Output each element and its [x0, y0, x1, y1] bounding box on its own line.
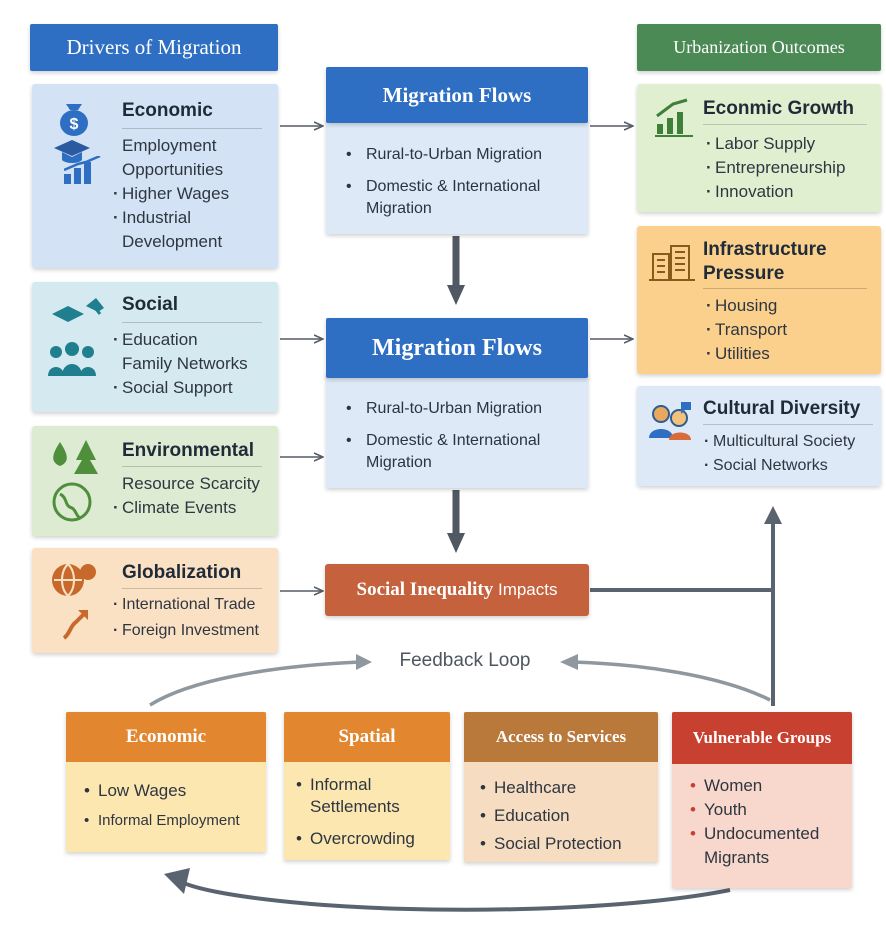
- growth-chart-icon: [655, 98, 693, 137]
- list-item: Resource Scarcity: [122, 474, 260, 493]
- list-item: Education: [480, 802, 654, 830]
- divider: [703, 124, 867, 125]
- divider: [122, 588, 262, 589]
- list-item: Domestic & International Migration: [346, 176, 581, 220]
- driver-economic-title: Economic: [122, 100, 213, 121]
- migration-flows-2-body: Rural-to-Urban Migration Domestic & Inte…: [326, 372, 588, 488]
- globe-icon: [52, 482, 92, 522]
- migration-flows-1-body: Rural-to-Urban Migration Domestic & Inte…: [326, 118, 588, 234]
- list-item: Informal Employment: [84, 806, 266, 836]
- graduation-cap-icon: [52, 298, 104, 322]
- divider: [703, 288, 867, 289]
- svg-text:$: $: [70, 116, 79, 133]
- list-item: Housing: [706, 294, 875, 318]
- impact-spatial-card: Spatial Informal Settlements Overcrowdin…: [284, 712, 450, 860]
- outcome-cultural-title: Cultural Diversity: [703, 398, 861, 419]
- drivers-header: Drivers of Migration: [30, 24, 278, 71]
- impact-economic-title: Economic: [66, 712, 266, 762]
- list-item: Industrial Development: [113, 206, 272, 254]
- list-item: Low Wages: [84, 776, 266, 806]
- list-item: Social Support: [113, 376, 272, 400]
- list-item: Youth: [690, 798, 848, 822]
- outcome-growth-card: Econmic Growth Labor Supply Entrepreneur…: [637, 84, 881, 212]
- list-item: International Trade: [113, 592, 272, 618]
- migration-flows-1-title: Migration Flows: [326, 67, 588, 123]
- feedback-arc-top-left: [149, 660, 361, 707]
- migration-flows-2-title: Migration Flows: [326, 318, 588, 378]
- money-bag-icon: $: [60, 104, 88, 136]
- impact-services-card: Access to Services Healthcare Education …: [464, 712, 658, 862]
- divider: [122, 466, 262, 467]
- list-item: Rural-to-Urban Migration: [346, 398, 581, 420]
- driver-environmental-title: Environmental: [122, 440, 254, 461]
- outcome-growth-title: Econmic Growth: [703, 98, 854, 119]
- list-item: Rural-to-Urban Migration: [346, 144, 581, 166]
- title-line: Pressure: [703, 263, 785, 284]
- impact-vulnerable-card: Vulnerable Groups Women Youth Undocument…: [672, 712, 852, 888]
- driver-social-card: Social Education Family Networks Social …: [32, 282, 278, 412]
- impact-services-title: Access to Services: [464, 712, 658, 762]
- impact-vulnerable-title: Vulnerable Groups: [672, 712, 852, 764]
- outcome-cultural-card: Cultural Diversity Multicultural Society…: [637, 386, 881, 486]
- graduation-cap-icon: [54, 140, 90, 163]
- divider: [122, 128, 262, 129]
- divider: [122, 322, 262, 323]
- outcome-infrastructure-title: Infrastructure Pressure: [703, 238, 827, 286]
- divider: [703, 424, 873, 425]
- globe-icon: [52, 563, 96, 597]
- outcomes-header: Urbanization Outcomes: [637, 24, 881, 71]
- feedback-arc-top-right: [571, 660, 771, 702]
- list-item: Utilities: [706, 342, 875, 366]
- list-item: Healthcare: [480, 774, 654, 802]
- driver-economic-card: $ Economic Employment Opportunities High…: [32, 84, 278, 268]
- list-item: Informal Settlements: [296, 774, 446, 818]
- social-inequality-rest: Impacts: [497, 580, 558, 599]
- social-inequality-bold: Social Inequality: [356, 579, 494, 600]
- list-item: Social Networks: [704, 454, 879, 478]
- driver-globalization-title: Globalization: [122, 562, 242, 583]
- driver-globalization-card: Globalization International Trade Foreig…: [32, 548, 278, 653]
- list-item: Overcrowding: [296, 828, 446, 850]
- outcome-infrastructure-card: Infrastructure Pressure Housing Transpor…: [637, 226, 881, 374]
- list-item: Multicultural Society: [704, 430, 879, 454]
- leaf-water-icon: [53, 440, 98, 474]
- feedback-loop-label: Feedback Loop: [399, 650, 531, 671]
- list-item: Family Networks: [122, 354, 248, 373]
- list-item: Transport: [706, 318, 875, 342]
- people-icon: [48, 342, 96, 376]
- buildings-icon: [649, 245, 695, 281]
- arrow-ineq-to-cultural: [590, 520, 775, 706]
- driver-social-title: Social: [122, 294, 178, 315]
- list-item: Higher Wages: [113, 182, 272, 206]
- list-item: Climate Events: [113, 496, 272, 520]
- list-item: Domestic & International Migration: [346, 430, 581, 474]
- impact-spatial-title: Spatial: [284, 712, 450, 762]
- list-item: Women: [690, 774, 848, 798]
- list-item: Education: [113, 328, 272, 352]
- bar-chart-icon: [64, 156, 101, 184]
- list-item: Innovation: [706, 180, 875, 204]
- list-item: Social Protection: [480, 830, 654, 858]
- list-item: Undocumented Migrants: [690, 822, 848, 870]
- list-item: Labor Supply: [706, 132, 875, 156]
- list-item: Entrepreneurship: [706, 156, 875, 180]
- social-inequality-box: Social Inequality Impacts: [325, 564, 589, 616]
- title-line: Infrastructure: [703, 239, 827, 260]
- growth-arrow-icon: [62, 610, 88, 640]
- impact-economic-card: Economic Low Wages Informal Employment: [66, 712, 266, 852]
- driver-environmental-card: Environmental Resource Scarcity Climate …: [32, 426, 278, 536]
- list-item: Employment Opportunities: [122, 136, 224, 179]
- diverse-people-icon: [649, 402, 691, 440]
- list-item: Foreign Investment: [113, 618, 272, 644]
- feedback-arc-bottom: [176, 878, 731, 912]
